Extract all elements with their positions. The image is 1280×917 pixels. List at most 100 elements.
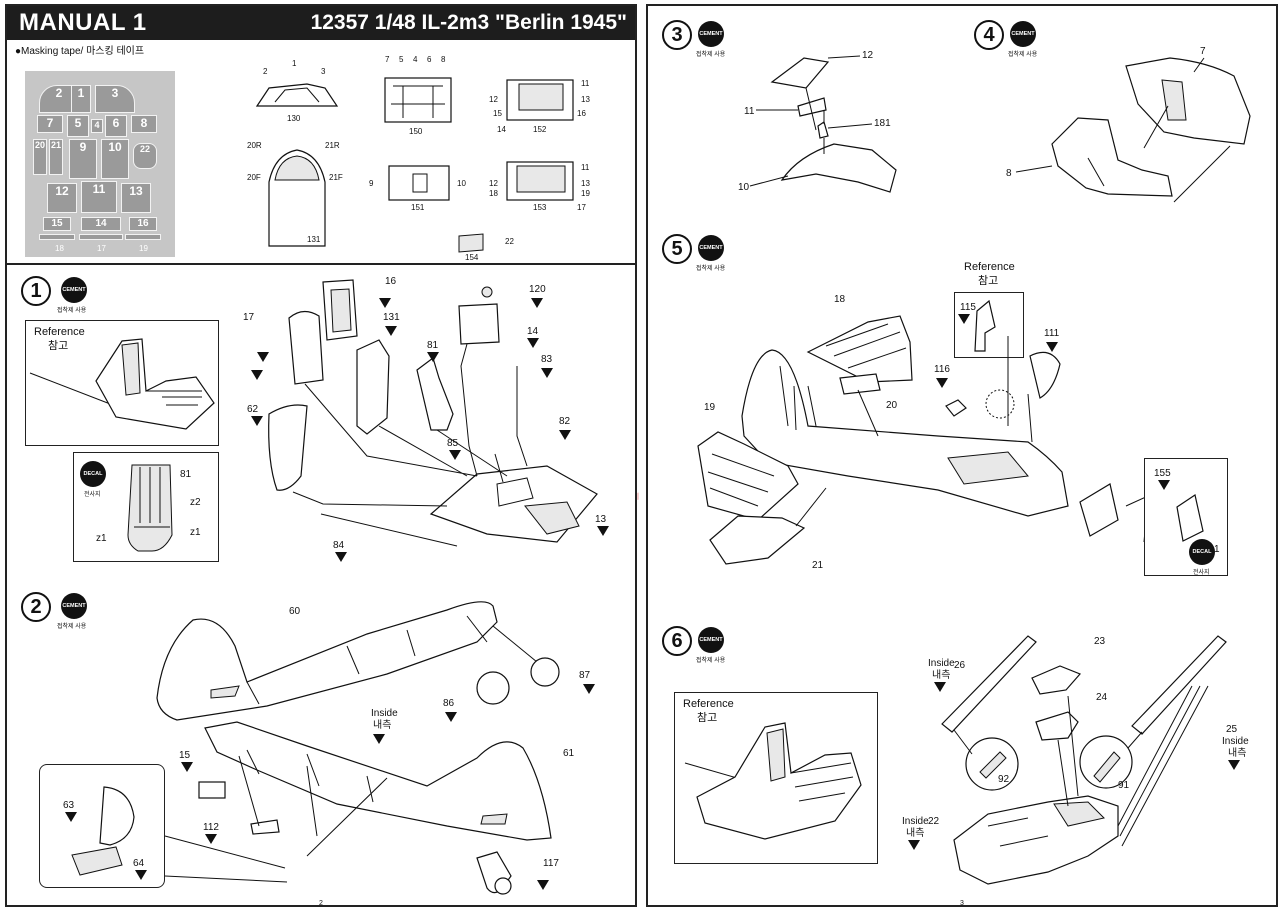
part-label: 20R [247,141,262,150]
decal-caption: 전사지 [1193,570,1210,576]
part-label: 87 [579,670,591,681]
part-label: 8 [1006,168,1012,179]
part-label: 64 [133,858,145,869]
part-label: 152 [533,125,547,134]
part-label: 16 [577,109,586,118]
part-label: 19 [704,402,716,413]
part-label: 130 [287,114,301,123]
cement-icon: CEMENT [698,627,724,653]
step4-drawing [1051,57,1251,203]
part-label: 18 [834,294,846,305]
cement-icon: CEMENT [61,593,87,619]
inside-label: Inside [902,816,929,827]
reference-title: Reference [683,698,734,710]
cement-marker [385,326,397,336]
part-label: 23 [1094,636,1106,647]
part-label: 22 [928,816,940,827]
cement-caption: 접착제 사용 [57,624,87,630]
cement-marker [257,352,269,362]
part-label: 92 [998,774,1010,785]
mask-piece [79,234,123,240]
part-label: 14 [497,125,506,134]
part-label: 115 [960,302,976,313]
mask-piece: 16 [129,217,157,231]
cement-marker [445,712,457,722]
part-label: 85 [447,438,459,449]
decal-label: z2 [190,497,201,508]
reference-subtitle: 참고 [697,712,718,724]
cement-marker [181,762,193,772]
part-label: 14 [527,326,539,337]
cement-icon: CEMENT [698,235,724,261]
inside-label: Inside [1222,736,1249,747]
reference-title: Reference [34,326,85,338]
mask-piece: 1 [71,85,91,113]
masking-sheet: 2 1 3 7 5 4 6 8 20 21 9 10 22 12 11 13 1… [25,71,175,257]
part-label: 60 [289,606,301,617]
cement-caption: 접착제 사용 [1008,52,1038,58]
mask-placement-diagrams [255,77,574,253]
part-label: 9 [369,179,374,188]
part-label: 81 [427,340,439,351]
step-number: 2 [21,592,51,622]
step6-assembly-drawing [941,635,1227,885]
cement-marker [541,368,553,378]
cement-marker [936,378,948,388]
cement-icon: CEMENT [61,277,87,303]
masking-heading: ●Masking tape/ 마스킹 테이프 [15,46,145,57]
part-label: 15 [493,109,502,118]
cement-icon: CEMENT [698,21,724,47]
cement-caption: 접착제 사용 [696,52,726,58]
decal-box: DECAL 전사지 81 z2 z1 z1 [73,452,219,562]
part-label: 7 [1200,46,1206,57]
cement-marker [251,370,263,380]
mask-piece: 15 [43,217,71,231]
reference-subtitle: 참고 [48,340,69,352]
part-label: 13 [581,95,590,104]
step-number: 4 [974,20,1004,50]
decal-label: z1 [190,527,201,538]
decal-label: 81 [180,469,192,480]
cement-marker [1228,760,1240,770]
page-number: 2 [319,900,323,907]
step4-leaders [1015,57,1205,173]
step1-assembly-drawing [268,279,598,547]
decal-box: DECAL 전사지 [1144,458,1228,576]
product-title: 12357 1/48 IL-2m3 "Berlin 1945" [310,11,627,34]
part-label: 16 [385,276,397,287]
step-number: 1 [21,276,51,306]
inset-drawing [71,786,135,876]
part-label: 17 [243,312,255,323]
right-page: 3 CEMENT 접착제 사용 12 11 181 10 4 CEMENT 접착… [646,4,1278,907]
part-label: 1 [292,59,297,68]
cement-marker [449,450,461,460]
part-label: 26 [954,660,966,671]
mask-piece [125,234,161,240]
cement-marker [335,552,347,562]
part-label: 82 [559,416,571,427]
reference-box [954,292,1024,358]
part-label: 21R [325,141,340,150]
cement-icon: CEMENT [1010,21,1036,47]
part-label: 24 [1096,692,1108,703]
part-label: 20F [247,173,261,182]
cement-marker [251,416,263,426]
part-label: 61 [563,748,575,759]
cement-marker [908,840,920,850]
part-label: 18 [489,189,498,198]
part-label: 112 [203,822,219,833]
step3-drawing [770,57,897,193]
mask-piece: 22 [133,143,157,169]
mask-piece: 12 [47,183,77,213]
part-label: 131 [307,235,321,244]
cement-marker [559,430,571,440]
part-label: 7 [385,55,390,64]
step-number: 6 [662,626,692,656]
part-label: 62 [247,404,259,415]
mask-piece: 13 [121,183,151,213]
part-label: 12 [489,179,498,188]
step2-fuselage-drawing [156,601,560,895]
part-label: 17 [577,203,586,212]
part-label: 83 [541,354,553,365]
step-number: 3 [662,20,692,50]
